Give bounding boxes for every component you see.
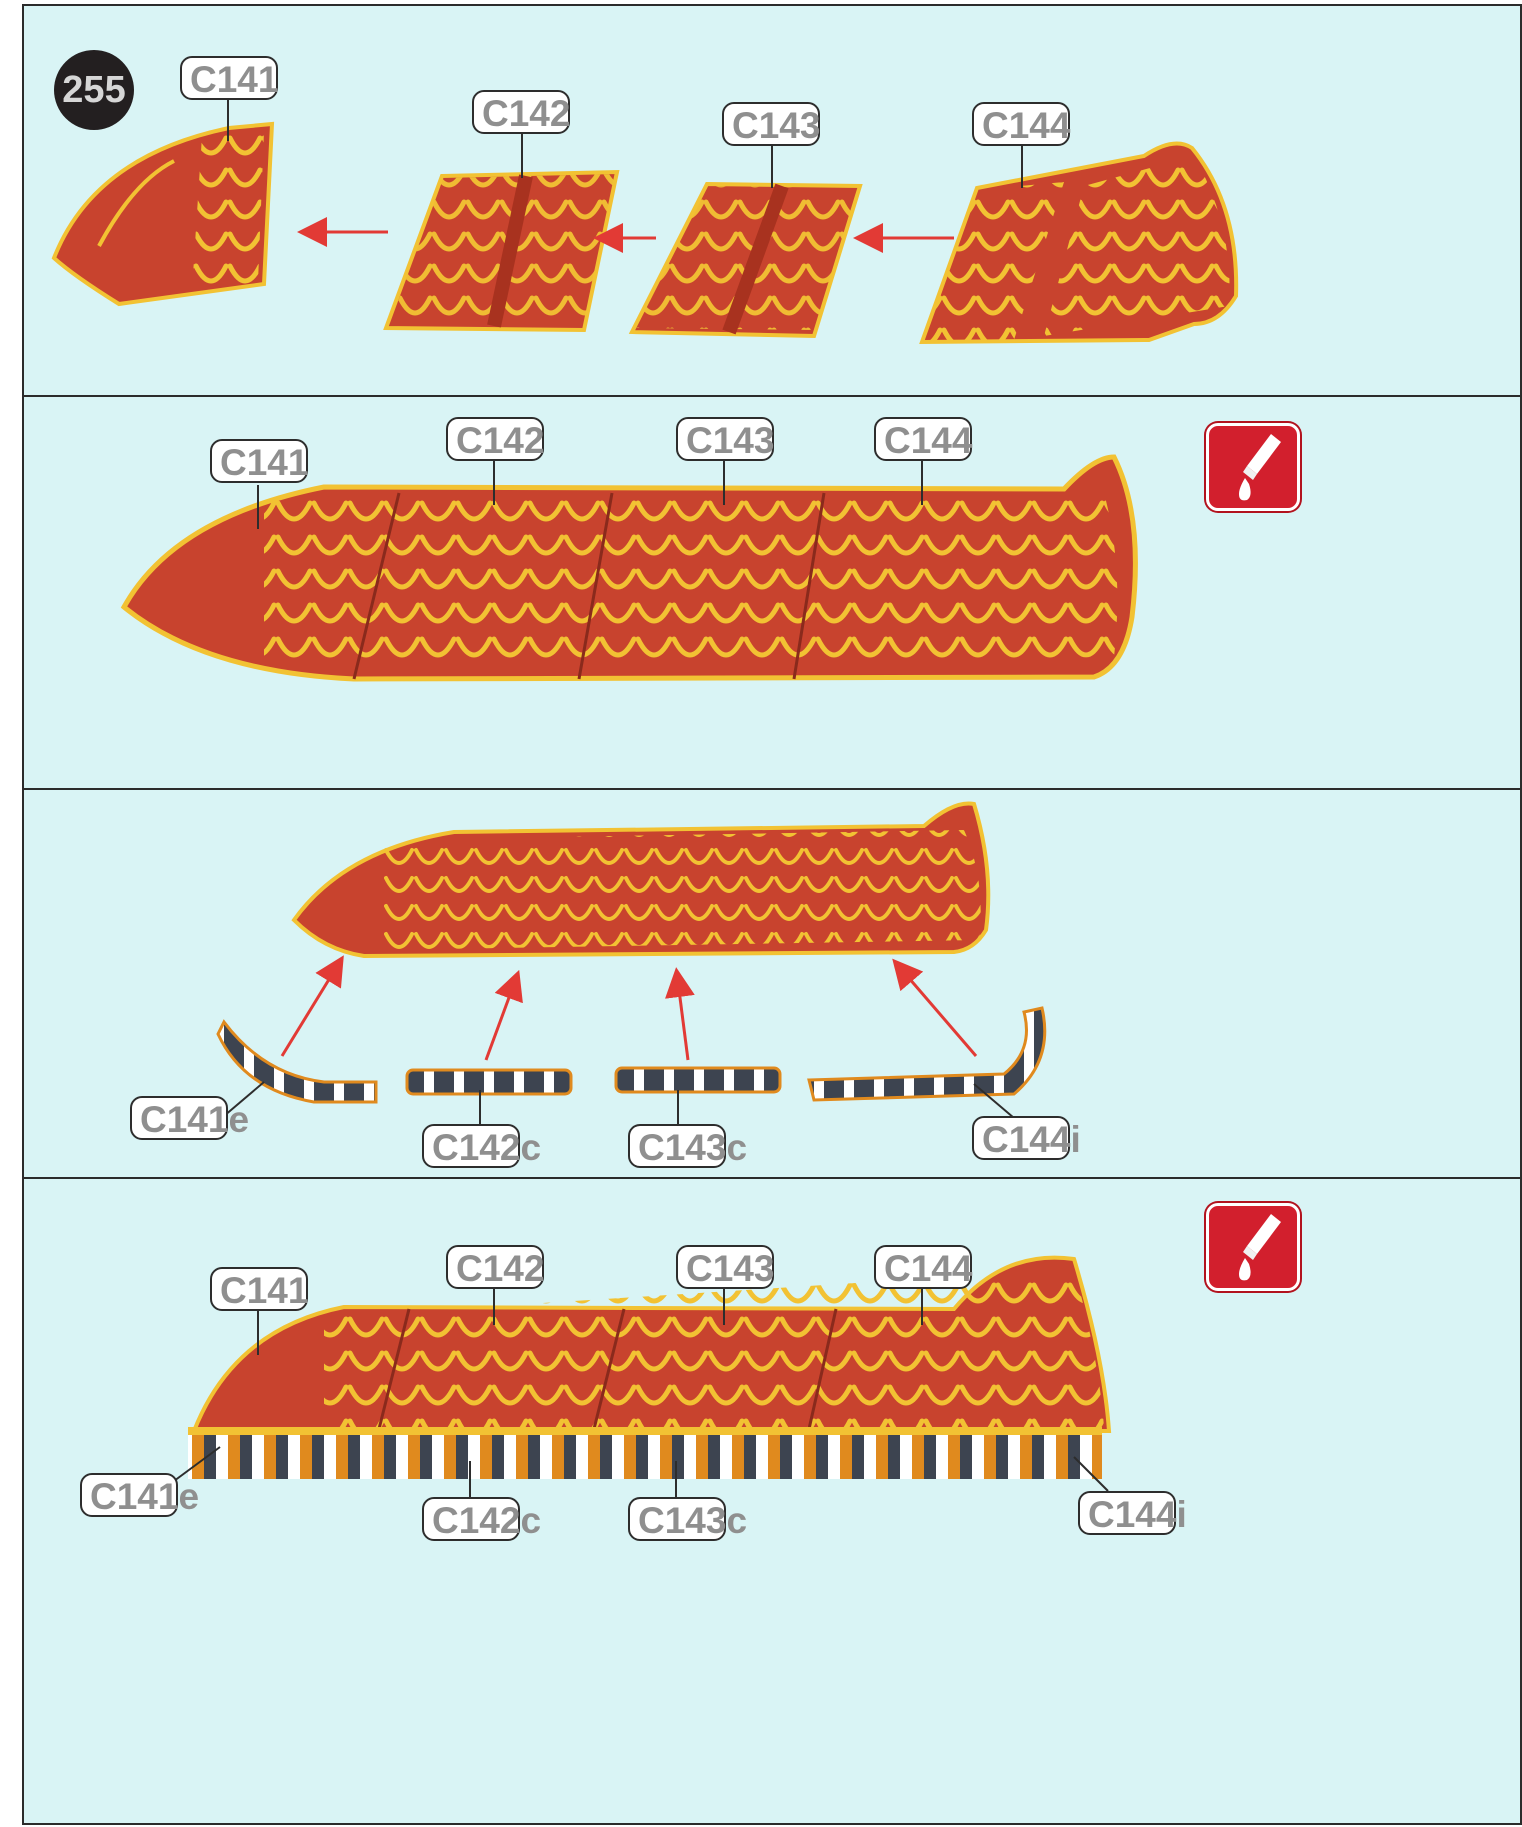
label-c141: C141 (210, 1267, 308, 1311)
arrow-c142c-to-hull (486, 984, 514, 1060)
label-c144: C144 (972, 102, 1070, 146)
label-c141: C141 (180, 56, 278, 100)
arrow-c144i-to-hull (902, 970, 976, 1056)
glue-bottle-icon (1209, 426, 1297, 508)
label-c142: C142 (472, 90, 570, 134)
label-c144i: C144i (972, 1116, 1070, 1160)
label-c142c: C142c (422, 1497, 520, 1541)
strip-c143c (616, 1068, 780, 1092)
label-c141e: C141e (130, 1096, 228, 1140)
arrow-c141e-to-hull (282, 968, 336, 1056)
glue-badge (1206, 1203, 1300, 1291)
label-c143c: C143c (628, 1497, 726, 1541)
label-c142c: C142c (422, 1124, 520, 1168)
label-c142: C142 (446, 417, 544, 461)
label-c141e: C141e (80, 1473, 178, 1517)
strip-c144i (809, 1008, 1045, 1100)
label-c144: C144 (874, 1245, 972, 1289)
label-c144: C144 (874, 417, 972, 461)
label-c144i: C144i (1078, 1491, 1176, 1535)
label-c143: C143 (676, 1245, 774, 1289)
glue-bottle-icon (1209, 1206, 1297, 1288)
panel-strip-parts: C141e C142c C143c C144i (22, 788, 1522, 1179)
panel-joined-parts: C141 C142 C143 C144 (22, 395, 1522, 790)
label-c142: C142 (446, 1245, 544, 1289)
label-c143c: C143c (628, 1124, 726, 1168)
base-strips (188, 1435, 1102, 1479)
label-c143: C143 (722, 102, 820, 146)
panel-separate-parts: 255 C141 C142 C143 C144 (22, 4, 1522, 397)
panel-finished-assembly: C141 C142 C143 C144 C141e C142c C143c C1… (22, 1177, 1522, 1825)
glue-badge (1206, 423, 1300, 511)
label-c141: C141 (210, 439, 308, 483)
step-number-badge: 255 (54, 50, 134, 130)
label-c143: C143 (676, 417, 774, 461)
instruction-page: 255 C141 C142 C143 C144 C141 C142 C143 (22, 4, 1522, 1825)
arrow-c143c-to-hull (678, 982, 688, 1060)
strip-c142c (407, 1070, 571, 1094)
